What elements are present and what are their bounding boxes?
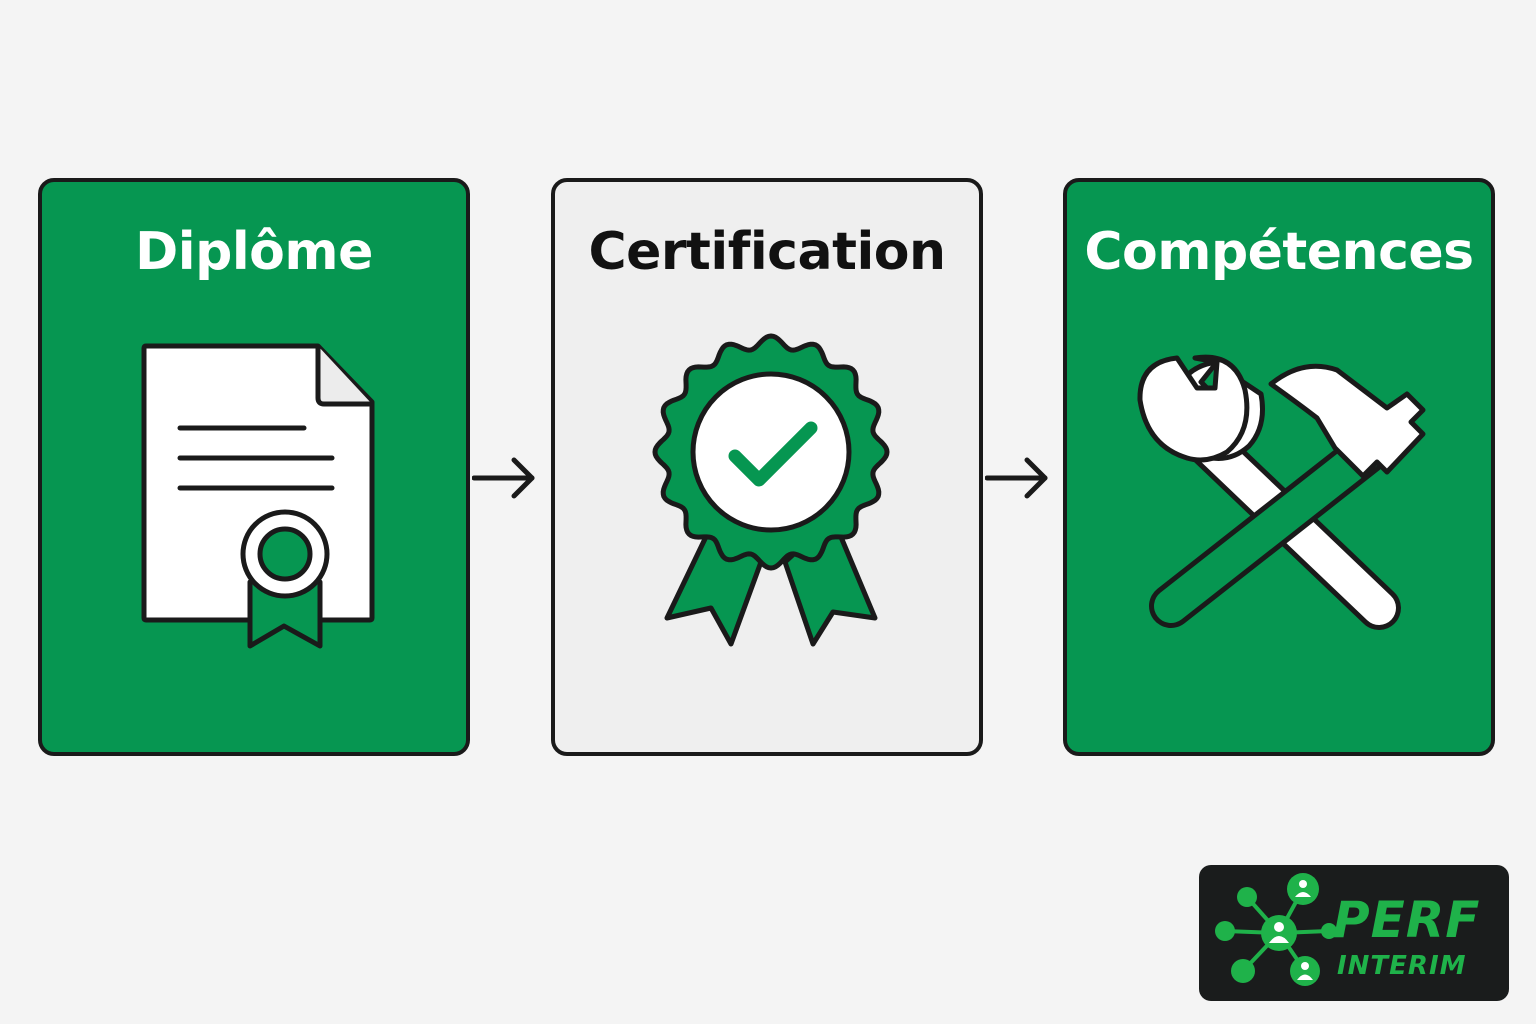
network-people-icon: [1215, 873, 1337, 986]
hammer-icon: [1149, 363, 1426, 628]
perf-interim-logo: PERF INTERIM: [1199, 865, 1509, 1001]
wrench-hammer-icon: [1137, 354, 1426, 630]
step-card-diplome: Diplôme: [38, 178, 470, 756]
logo-subtitle: INTERIM: [1337, 951, 1467, 981]
step-title-diplome: Diplôme: [135, 222, 373, 282]
step-title-competences: Compétences: [1084, 222, 1474, 282]
arrow-right-icon: [472, 457, 535, 499]
diploma-document-icon: [141, 343, 375, 649]
arrow-right-icon: [985, 457, 1048, 499]
logo-brand: PERF: [1333, 891, 1481, 949]
step-title-certification: Certification: [588, 222, 946, 282]
step-card-competences: Compétences: [1063, 178, 1495, 756]
certification-rosette-icon: [652, 333, 890, 647]
step-card-certification: Certification: [551, 178, 983, 756]
